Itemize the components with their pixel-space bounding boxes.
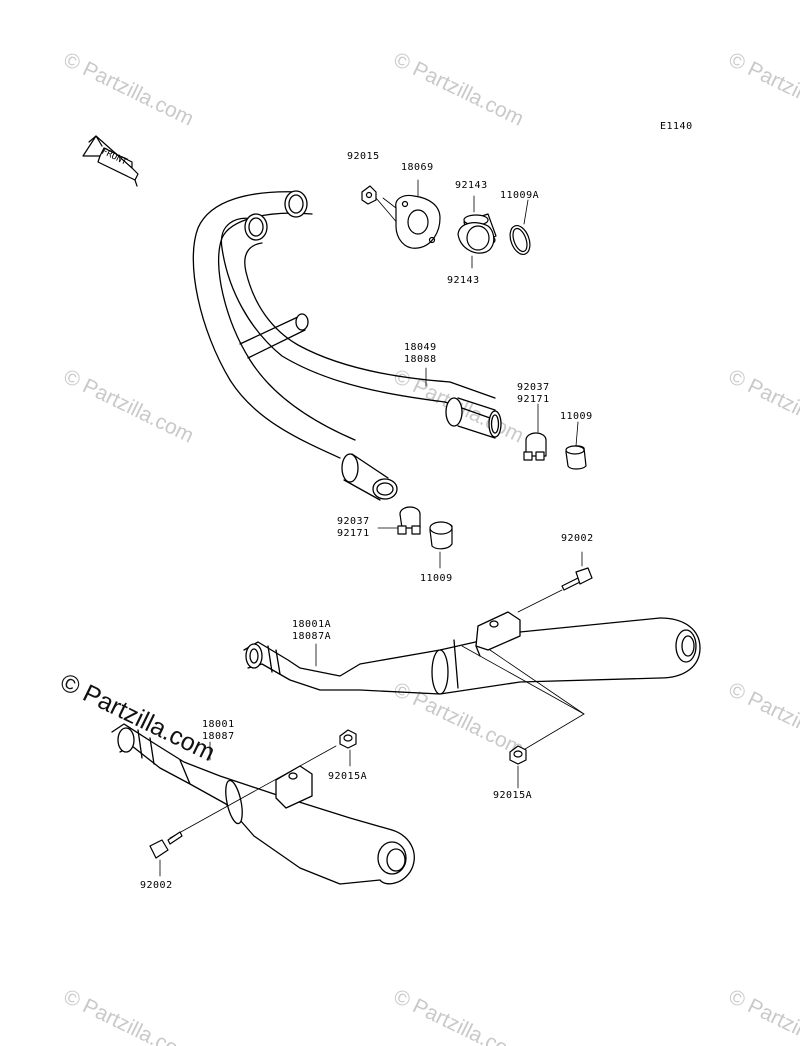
gasket-ring-11009A (509, 199, 531, 256)
gasket-flange-18069 (382, 179, 441, 249)
bolt-92002-right (517, 551, 593, 613)
part-label-18088[interactable]: 18088 (404, 354, 437, 365)
part-label-18087[interactable]: 18087 (202, 731, 235, 742)
diagram-code: E1140 (660, 121, 693, 132)
part-label-92143[interactable]: 92143 (447, 275, 480, 286)
nut-92015A-left (339, 729, 357, 767)
nut-92015A-right (509, 745, 527, 789)
bolt-92002-left (149, 831, 183, 877)
part-label-18049[interactable]: 18049 (404, 342, 437, 353)
part-label-92143[interactable]: 92143 (455, 180, 488, 191)
exhaust-pipe-18049 (192, 190, 502, 501)
part-label-18069[interactable]: 18069 (401, 162, 434, 173)
sleeve-11009-right (565, 421, 587, 470)
part-label-11009A[interactable]: 11009A (500, 190, 540, 201)
part-label-92002[interactable]: 92002 (140, 880, 173, 891)
clamp-92037-left (377, 506, 421, 535)
muffler-18001 (111, 723, 415, 885)
part-label-92002[interactable]: 92002 (561, 533, 594, 544)
part-label-18001A[interactable]: 18001A (292, 619, 332, 630)
part-label-92037[interactable]: 92037 (337, 516, 370, 527)
part-label-92171[interactable]: 92171 (517, 394, 550, 405)
part-label-18087A[interactable]: 18087A (292, 631, 332, 642)
nut-92015-top (361, 185, 411, 239)
part-label-92015A[interactable]: 92015A (493, 790, 533, 801)
part-label-92171[interactable]: 92171 (337, 528, 370, 539)
part-label-92015[interactable]: 92015 (347, 151, 380, 162)
part-label-18001[interactable]: 18001 (202, 719, 235, 730)
part-label-92037[interactable]: 92037 (517, 382, 550, 393)
muffler-18001A (243, 611, 701, 753)
collar-92143 (457, 195, 497, 269)
part-label-92015A[interactable]: 92015A (328, 771, 368, 782)
clamp-92037-right (523, 403, 547, 461)
sleeve-11009-left (429, 521, 453, 569)
part-label-11009[interactable]: 11009 (420, 573, 453, 584)
front-arrow-icon: FRONT (82, 135, 139, 187)
part-label-11009[interactable]: 11009 (560, 411, 593, 422)
